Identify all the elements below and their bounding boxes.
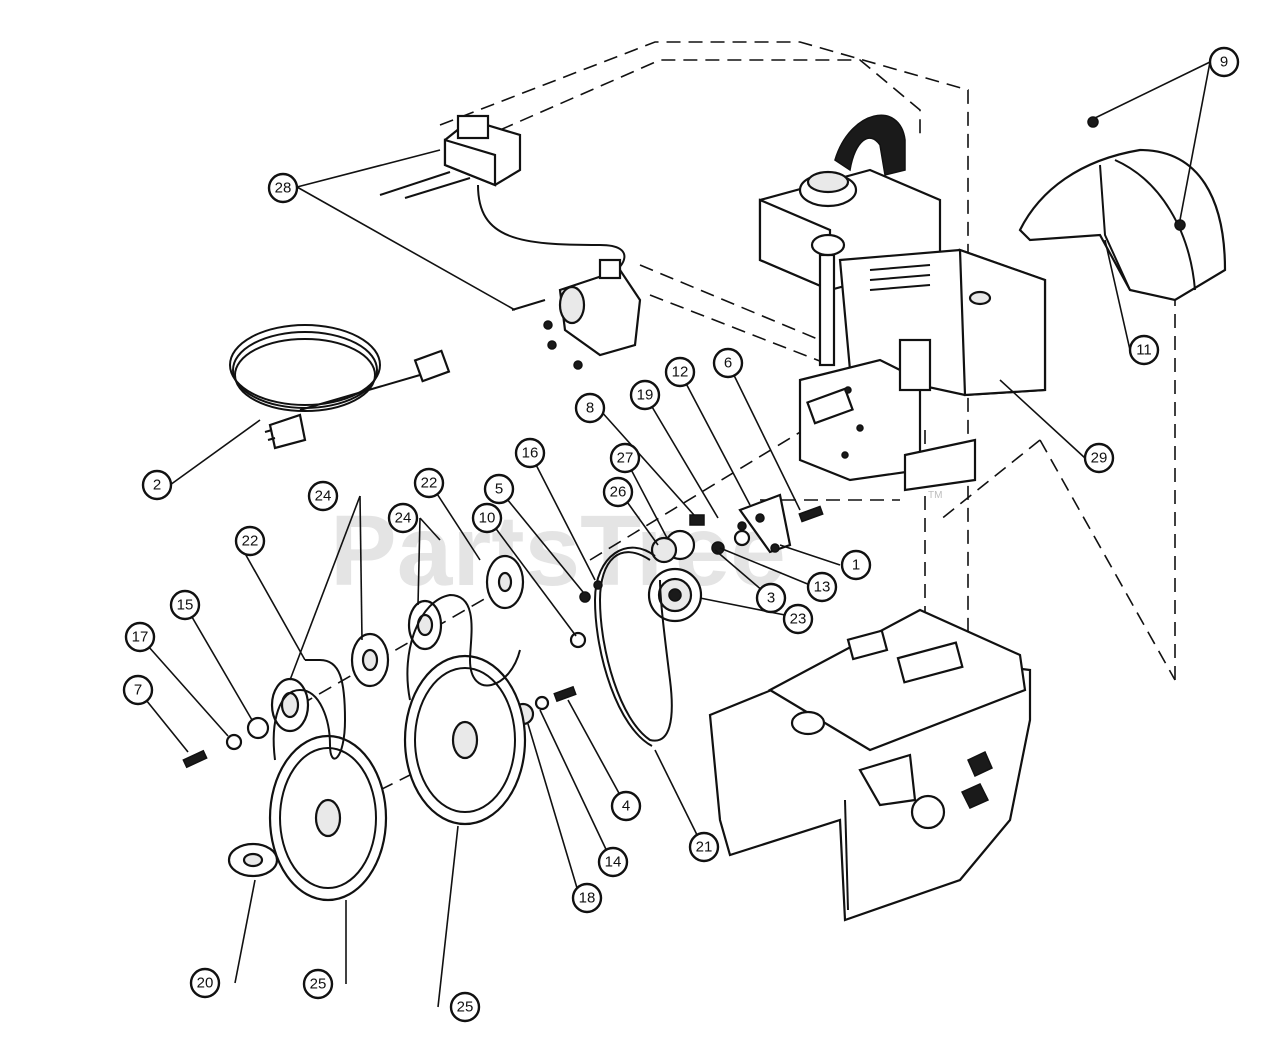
svg-text:12: 12 (672, 364, 689, 381)
svg-text:2: 2 (153, 477, 161, 494)
svg-text:7: 7 (134, 682, 142, 699)
svg-text:27: 27 (617, 450, 634, 467)
frame-plate (708, 608, 1032, 922)
callout-3: 3 (755, 582, 787, 614)
svg-text:29: 29 (1091, 450, 1108, 467)
callout-5: 5 (483, 473, 515, 505)
callout-12: 12 (664, 356, 696, 388)
callout-19: 19 (629, 379, 661, 411)
callout-9: 9 (1208, 46, 1240, 78)
callout-2: 2 (141, 469, 173, 501)
callout-28: 28 (267, 172, 299, 204)
power-cord (229, 324, 451, 450)
svg-text:4: 4 (622, 798, 630, 815)
callout-15: 15 (169, 589, 201, 621)
svg-text:8: 8 (586, 400, 594, 417)
callout-17: 17 (124, 621, 156, 653)
svg-text:17: 17 (132, 629, 149, 646)
svg-text:6: 6 (724, 355, 732, 372)
engine-pulley-and-auger-belt (593, 546, 703, 747)
starter-switch-box (379, 114, 626, 271)
callout-11: 11 (1128, 334, 1160, 366)
svg-text:19: 19 (637, 387, 654, 404)
callout-21: 21 (688, 831, 720, 863)
engine-assembly (758, 114, 1047, 492)
callout-27: 27 (609, 442, 641, 474)
electric-starter-motor (511, 258, 642, 370)
callout-22-right: 22 (413, 467, 445, 499)
svg-text:22: 22 (421, 475, 438, 492)
callout-22-left: 22 (234, 525, 266, 557)
watermark-trademark: TM (928, 490, 942, 501)
svg-text:1: 1 (852, 557, 860, 574)
svg-text:10: 10 (479, 510, 496, 527)
svg-text:11: 11 (1136, 342, 1152, 359)
svg-text:14: 14 (605, 854, 622, 871)
svg-text:20: 20 (197, 975, 214, 992)
callout-14: 14 (597, 846, 629, 878)
callout-25-left: 25 (302, 968, 334, 1000)
callout-13: 13 (806, 571, 838, 603)
svg-text:22: 22 (242, 533, 259, 550)
callout-6: 6 (712, 347, 744, 379)
callout-1: 1 (840, 549, 872, 581)
svg-text:3: 3 (767, 590, 775, 607)
callout-26: 26 (602, 476, 634, 508)
svg-text:28: 28 (275, 180, 292, 197)
callout-16: 16 (514, 437, 546, 469)
callout-29: 29 (1083, 442, 1115, 474)
svg-text:23: 23 (790, 611, 807, 628)
svg-text:26: 26 (610, 484, 627, 501)
svg-text:5: 5 (495, 481, 503, 498)
leader-lines (137, 61, 1211, 1008)
callout-24-left: 24 (307, 480, 339, 512)
callout-25-right: 25 (449, 991, 481, 1023)
svg-text:9: 9 (1220, 54, 1228, 71)
svg-text:21: 21 (696, 839, 713, 856)
svg-text:25: 25 (310, 976, 327, 993)
svg-text:24: 24 (395, 510, 412, 527)
callout-7: 7 (122, 674, 154, 706)
svg-text:16: 16 (522, 445, 539, 462)
callout-23: 23 (782, 603, 814, 635)
drive-pulleys-left (182, 554, 527, 902)
svg-text:24: 24 (315, 488, 332, 505)
callout-24-right: 24 (387, 502, 419, 534)
callout-20: 20 (189, 967, 221, 999)
svg-text:13: 13 (814, 579, 831, 596)
callout-10: 10 (471, 502, 503, 534)
callout-18: 18 (571, 882, 603, 914)
svg-text:15: 15 (177, 597, 194, 614)
callout-8: 8 (574, 392, 606, 424)
callout-4: 4 (610, 790, 642, 822)
svg-text:25: 25 (457, 999, 474, 1016)
idler-bracket-hardware (650, 493, 824, 564)
svg-text:18: 18 (579, 890, 596, 907)
belt-cover (1018, 116, 1227, 302)
